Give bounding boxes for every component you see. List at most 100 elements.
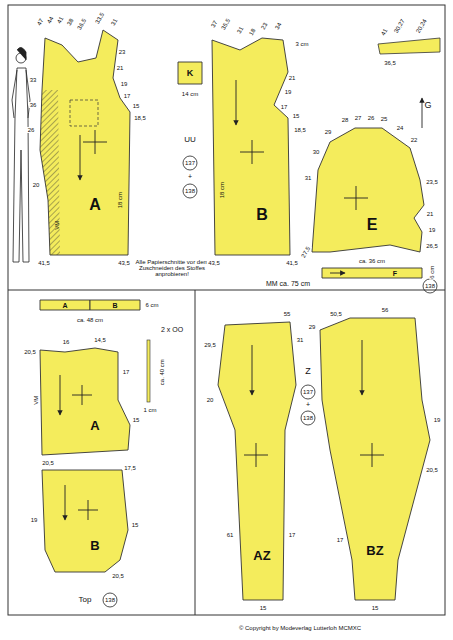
piece-letter: A (62, 302, 67, 309)
copyright-caption: © Copyright by Modeverlag Lutterloh MCMX… (238, 625, 362, 631)
dimension-label: 16 (62, 339, 71, 345)
dimension-label: 22 (410, 137, 419, 143)
dimension-label: 15 (132, 417, 141, 423)
piece-outline (40, 348, 130, 455)
dimension-label: G (423, 101, 432, 110)
dimension-label: 19 (284, 89, 293, 95)
dimension-label: 37 (209, 19, 219, 30)
dimension-label: 61 (226, 532, 235, 538)
sheet-frame (8, 5, 445, 615)
dimension-label: ca. 36 cm (358, 258, 386, 264)
pattern-piece: A (40, 348, 130, 455)
piece-shape (40, 300, 90, 310)
pattern-piece: B (212, 38, 290, 255)
dimension-label: 29 (324, 129, 333, 135)
dimension-label: 17,5 (123, 465, 137, 471)
dimension-label: 6 cm (144, 302, 159, 308)
dimension-label: 41,5 (37, 260, 51, 266)
dimension-label: 15 (132, 103, 141, 109)
piece-shape (312, 128, 424, 252)
piece-letter: F (393, 270, 397, 277)
piece-shape (322, 268, 422, 278)
dimension-label: 19 (428, 227, 437, 233)
dimension-label: 138 (302, 415, 314, 421)
dimension-label: 36 (29, 102, 38, 108)
piece-shape (40, 348, 130, 455)
section-line (8, 290, 445, 291)
dimension-label: VM (54, 219, 60, 230)
dimension-label: 18,5 (293, 127, 307, 133)
dimension-label: 30 (312, 149, 321, 155)
dimension-label: 20,5 (23, 349, 37, 355)
dimension-label: UU (183, 136, 197, 144)
dimension-label: 18 cm (117, 191, 123, 209)
dimension-label: 55 (283, 311, 292, 317)
dimension-label: 14 cm (181, 91, 199, 97)
piece-letter: A (90, 419, 99, 432)
dimension-label: ca. 48 cm (76, 317, 104, 323)
dimension-label: 26 (27, 127, 36, 133)
dimension-label: 19 (30, 517, 39, 523)
dimension-label: 1 cm (142, 407, 157, 413)
piece-letter: K (187, 69, 194, 78)
piece-letter: B (112, 302, 117, 309)
dimension-label: 14,5 (93, 337, 107, 343)
dimension-label: 18 (247, 27, 257, 38)
dimension-label: 35,5 (220, 16, 232, 31)
piece-letter: BZ (366, 544, 383, 557)
pattern-piece: A (40, 300, 90, 310)
pattern-piece: BZ (320, 318, 430, 600)
dimension-label: 2 x OO (160, 326, 184, 333)
dimension-label: 17 (288, 532, 297, 538)
piece-shape (320, 318, 430, 600)
dimension-label: 43,5 (207, 260, 221, 266)
piece-outline (312, 128, 424, 252)
dimension-label: 26,5 (425, 243, 439, 249)
piece-shape (218, 322, 296, 600)
dimension-label: 23 (259, 21, 269, 32)
dimension-label: 29 (308, 324, 317, 330)
piece-shape (40, 30, 130, 255)
dimension-label: 41 (379, 27, 389, 38)
dimension-label: 33,5 (94, 10, 106, 25)
dimension-label: 18 cm (219, 181, 225, 199)
dimension-label: 15 (259, 605, 268, 611)
dimension-label: 138 (424, 283, 436, 289)
dimension-label: 20 (206, 397, 215, 403)
dimension-label: 20,24 (415, 17, 429, 35)
pattern-piece: B (42, 470, 128, 572)
dimension-label: 23 (118, 49, 127, 55)
dimension-label: 20,5 (111, 573, 125, 579)
dimension-label: 31 (304, 175, 313, 181)
strap-piece (378, 38, 440, 54)
section-line (195, 290, 196, 615)
dimension-label: 18,5 (133, 115, 147, 121)
pattern-piece: B (90, 300, 140, 310)
dimension-label: 21 (116, 65, 125, 71)
woman-figure (12, 47, 30, 262)
dimension-label: 41 (55, 15, 65, 26)
tie-strip (147, 340, 150, 402)
pattern-piece: K (178, 62, 202, 84)
dimension-label: 137 (302, 389, 314, 395)
dimension-label: 31 (296, 337, 305, 343)
piece-shape (42, 470, 128, 572)
dimension-label: 21 (288, 75, 297, 81)
piece-letter: B (256, 207, 268, 223)
dimension-label: 20,5 (425, 467, 439, 473)
dimension-label: 15 (131, 522, 140, 528)
dimension-label: 36,5 (383, 60, 397, 66)
piece-shape (90, 300, 140, 310)
dimension-label: 47 (35, 17, 45, 28)
dimension-label: 27,5 (300, 244, 312, 259)
piece-letter: B (90, 539, 99, 552)
dimension-label: 56 (381, 307, 390, 313)
dimension-label: 138 (104, 597, 116, 603)
dimension-label: 31 (235, 25, 245, 36)
dimension-label: 43,5 (117, 260, 131, 266)
dimension-label: 26 (367, 115, 376, 121)
dimension-label: 21 (426, 211, 435, 217)
pattern-piece: F (322, 268, 422, 278)
dimension-label: 30,27 (393, 17, 407, 35)
piece-letter: E (367, 217, 378, 233)
